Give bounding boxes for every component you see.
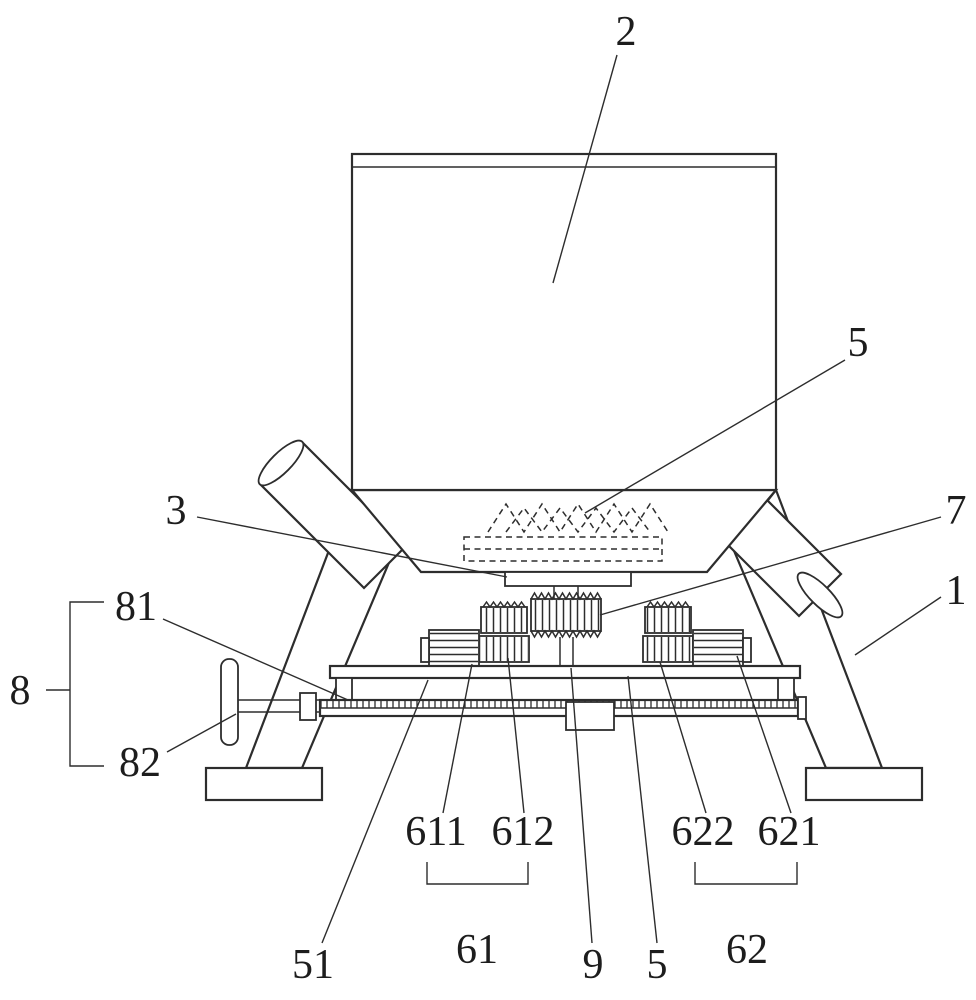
label-part-1: 1 (946, 568, 967, 614)
leader-7 (599, 516, 942, 616)
flange-plate (504, 571, 632, 587)
leader-622 (659, 661, 707, 814)
leader-5-upper (584, 359, 846, 514)
left-foot-pad (204, 766, 324, 802)
label-part-622: 622 (672, 809, 735, 855)
left-motor-fins (430, 631, 478, 665)
leader-2 (552, 54, 618, 284)
rack-assembly (220, 658, 807, 746)
leader-3 (196, 516, 508, 578)
platform-block-right (777, 677, 795, 701)
agitator-teeth (463, 502, 669, 562)
drive-unit-left (420, 600, 530, 667)
center-slider-box (565, 701, 615, 731)
leader-82 (166, 713, 237, 753)
platform-block-left (335, 677, 353, 701)
shaft-collar (299, 692, 317, 721)
label-part-9: 9 (583, 942, 604, 988)
central-gear-teeth-top (530, 591, 602, 601)
mounting-platform (328, 664, 802, 701)
label-part-5-lower: 5 (647, 942, 668, 988)
rack-endcap-right (797, 696, 807, 720)
bracket-8-spine (69, 601, 104, 767)
hopper-body (350, 152, 778, 492)
label-part-61: 61 (456, 927, 498, 973)
label-part-621: 621 (758, 809, 821, 855)
label-part-8: 8 (10, 668, 31, 714)
bracket-62 (694, 862, 798, 885)
leader-612 (507, 657, 525, 814)
leader-9 (570, 667, 593, 944)
hopper (349, 152, 779, 574)
leader-5-lower (627, 675, 658, 944)
platform-plate (328, 664, 802, 680)
hand-wheel (220, 658, 239, 746)
left-gear-ribs (482, 608, 526, 632)
chute-left-opening (257, 439, 305, 487)
central-gear (530, 591, 602, 666)
left-motor-endcap (420, 637, 430, 663)
right-gear-teeth-top (646, 600, 690, 609)
right-motor-endcap (742, 637, 752, 663)
right-motor-fins (694, 631, 742, 665)
label-part-62: 62 (726, 927, 768, 973)
chute-right-opening (796, 571, 844, 619)
leader-51 (321, 679, 429, 944)
leader-1 (854, 596, 942, 656)
leader-621 (736, 655, 792, 814)
central-gear-ribs (532, 600, 600, 630)
label-part-51: 51 (292, 942, 334, 988)
bracket-8 (46, 601, 104, 767)
right-coupler-ribs (644, 637, 692, 661)
label-part-82: 82 (119, 740, 161, 786)
drive-unit-right (642, 600, 752, 667)
left-coupler-ribs (480, 637, 528, 661)
label-part-2: 2 (616, 9, 637, 55)
teeth-row-back (487, 502, 669, 534)
label-part-5-upper: 5 (848, 320, 869, 366)
rack-teeth (321, 701, 797, 708)
label-part-611: 611 (405, 809, 466, 855)
label-part-7: 7 (946, 488, 967, 534)
right-foot-pad (804, 766, 924, 802)
label-part-612: 612 (492, 809, 555, 855)
label-part-3: 3 (166, 488, 187, 534)
label-part-81: 81 (115, 584, 157, 630)
leader-611 (442, 663, 473, 814)
teeth-row-front (505, 506, 651, 534)
central-gear-teeth-bottom (530, 629, 602, 639)
leader-81 (162, 618, 349, 701)
left-gear-teeth-top (482, 600, 526, 609)
right-gear-ribs (646, 608, 690, 632)
bracket-61 (426, 862, 529, 885)
